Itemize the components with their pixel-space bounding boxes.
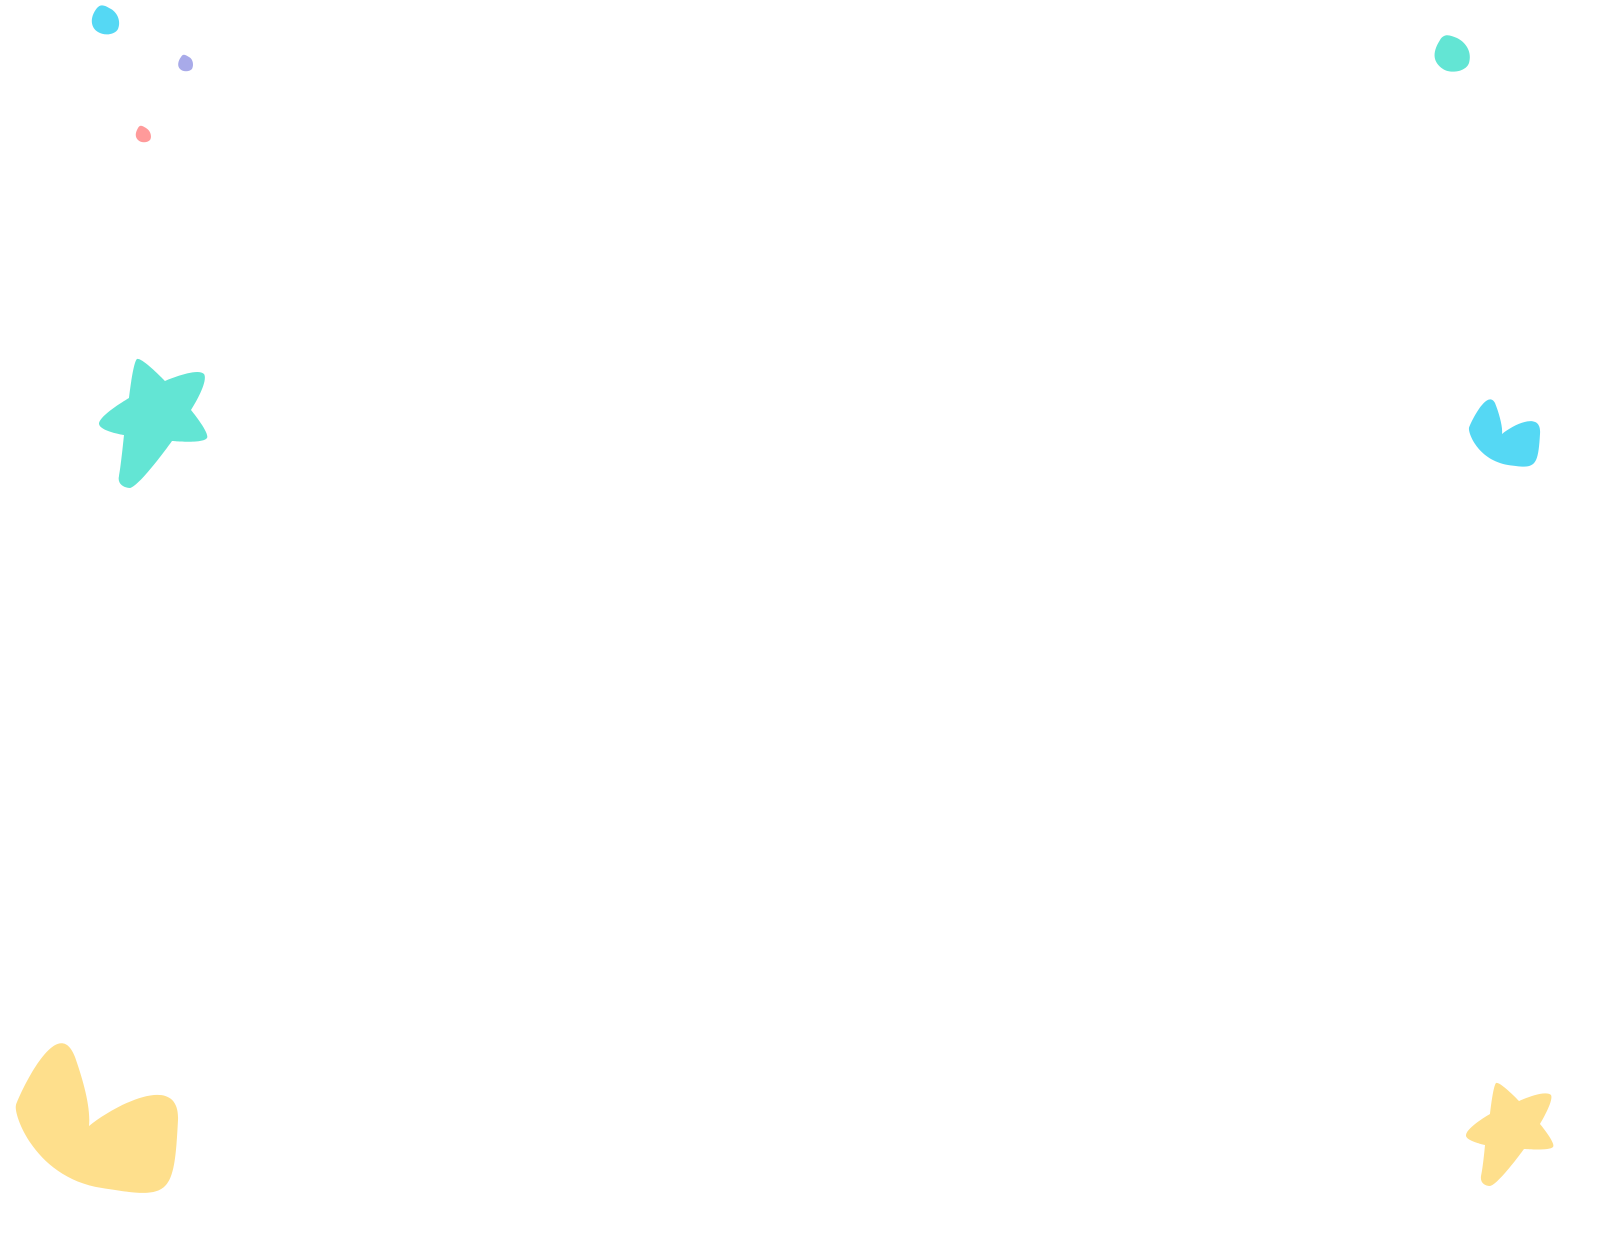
leaf-icon-cyan — [1468, 399, 1541, 467]
blob-icon-teal-top-right — [1434, 35, 1470, 72]
blob-icon-purple — [178, 54, 193, 72]
star-icon-teal — [98, 358, 208, 488]
star-icon-yellow — [1465, 1082, 1554, 1186]
blob-icon-pink — [135, 125, 151, 143]
leaf-icon-yellow — [15, 1043, 179, 1193]
blob-icon-cyan-top-left — [91, 5, 120, 35]
